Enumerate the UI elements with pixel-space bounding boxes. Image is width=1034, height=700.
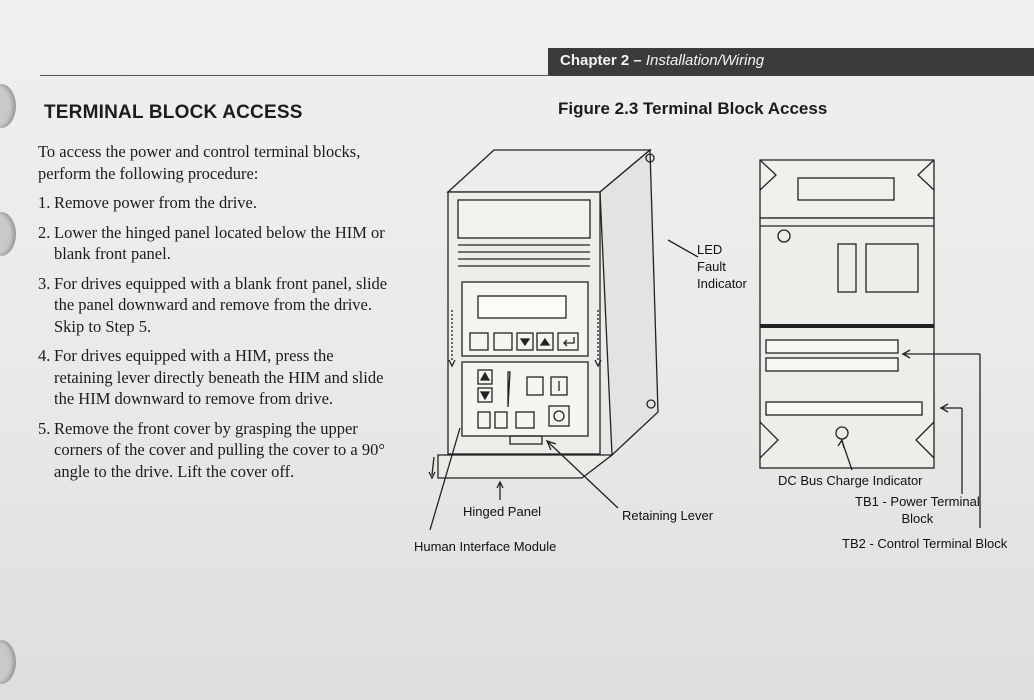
procedure-steps: 1.Remove power from the drive. 2.Lower t…	[38, 192, 388, 482]
intro-paragraph: To access the power and control terminal…	[38, 142, 361, 183]
binder-hole	[0, 640, 16, 684]
binder-hole	[0, 84, 16, 128]
step-item: 4.For drives equipped with a HIM, press …	[38, 346, 384, 408]
figure-title: Figure 2.3 Terminal Block Access	[558, 99, 828, 118]
procedure-text: To access the power and control terminal…	[38, 141, 388, 490]
step-item: 5.Remove the front cover by grasping the…	[38, 418, 385, 481]
step-item: 3.For drives equipped with a blank front…	[38, 273, 388, 336]
led-fault-label: LED Fault Indicator	[697, 242, 747, 291]
section-title: TERMINAL BLOCK ACCESS	[44, 102, 303, 123]
dc-bus-label: DC Bus Charge Indicator	[778, 473, 923, 488]
header-rule	[40, 75, 550, 76]
chapter-label: Chapter 2 –	[560, 52, 642, 69]
step-item: 2.Lower the hinged panel located below t…	[38, 222, 385, 264]
tb1-label: TB1 - Power Terminal Block	[855, 494, 980, 526]
chapter-section: Installation/Wiring	[645, 52, 765, 69]
chapter-header: Chapter 2 – Installation/Wiring	[548, 48, 1034, 76]
hinged-panel-label: Hinged Panel	[463, 504, 542, 519]
step-item: 1.Remove power from the drive.	[38, 193, 257, 212]
him-label: Human Interface Module	[414, 539, 557, 554]
terminal-block-drawing	[759, 159, 935, 471]
tb2-label: TB2 - Control Terminal Block	[842, 536, 1008, 551]
drive-isometric-drawing	[428, 148, 659, 480]
binder-hole	[0, 212, 16, 256]
retaining-lever-label: Retaining Lever	[622, 508, 714, 523]
